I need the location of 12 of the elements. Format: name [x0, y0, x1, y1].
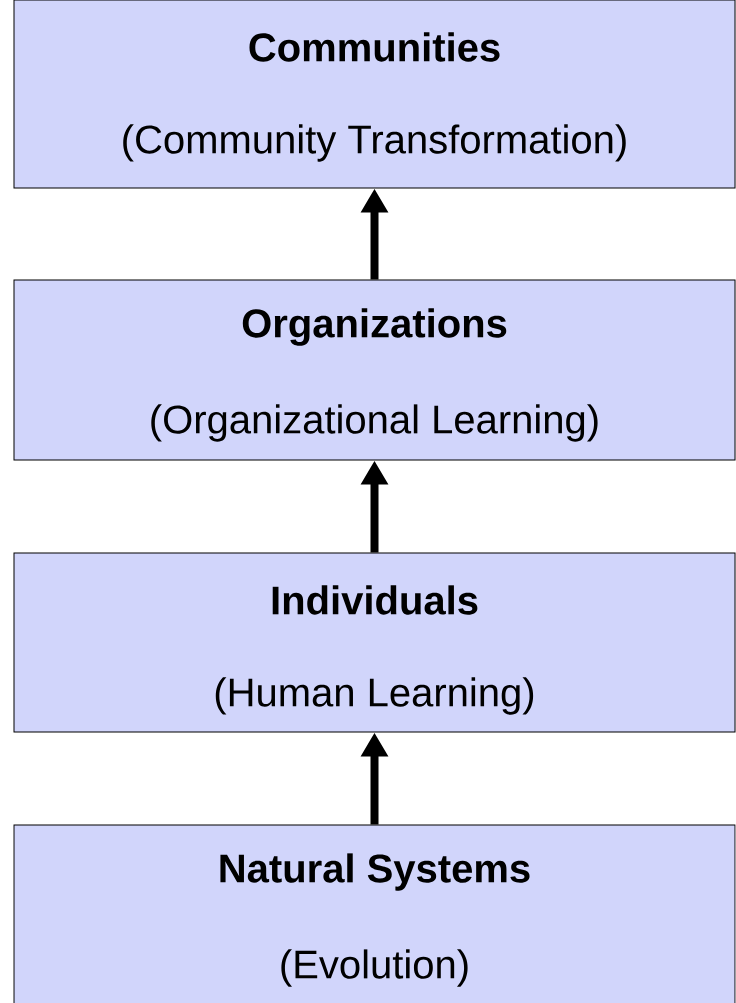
text-box: [13, 279, 736, 461]
box-subtitle: (Community Transformation): [123, 124, 626, 162]
text-box: [13, 0, 736, 189]
box-subtitle: (Human Learning): [215, 677, 534, 715]
box-heading: Organizations: [242, 308, 507, 346]
box-heading: Individuals: [272, 585, 478, 615]
text-box: [13, 552, 736, 733]
box-heading: Communities: [249, 32, 500, 62]
text-box: [13, 824, 736, 1003]
box-subtitle: (Organizational Learning): [151, 404, 598, 442]
box-heading: Natural Systems: [220, 853, 530, 891]
box-subtitle: (Evolution): [281, 949, 468, 987]
